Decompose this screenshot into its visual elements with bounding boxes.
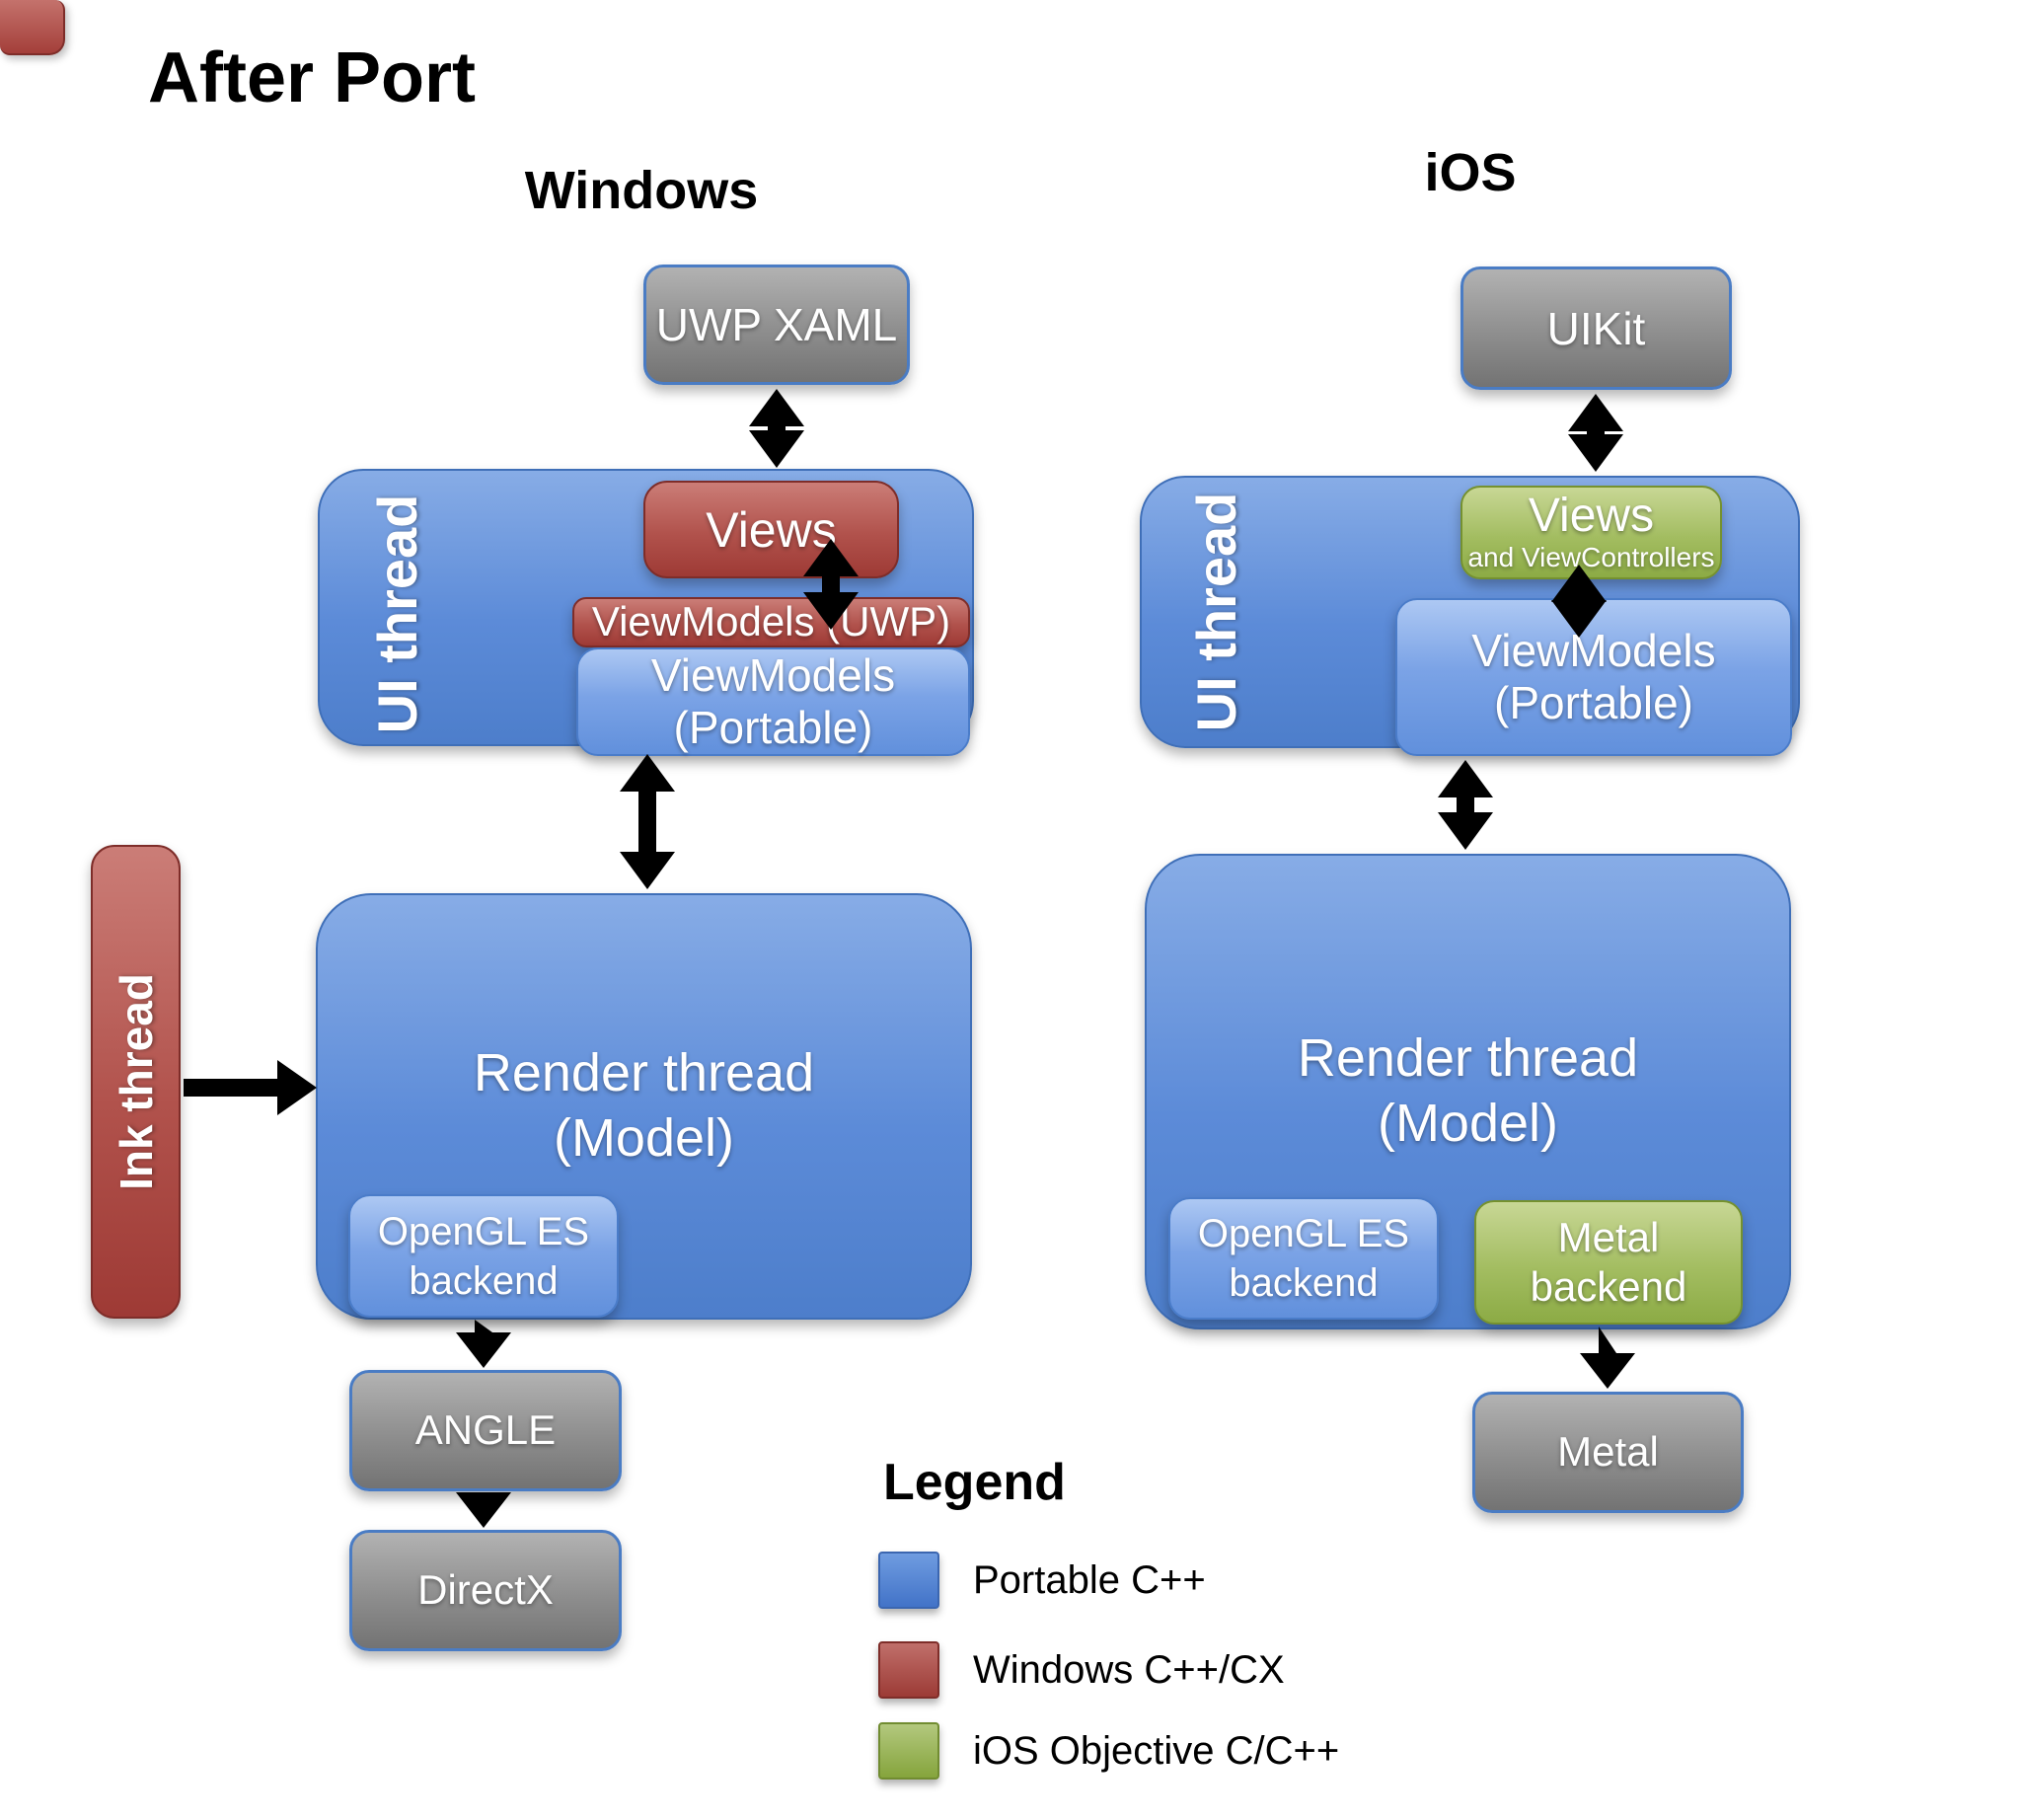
angle-label: ANGLE	[414, 1406, 557, 1454]
uikit-label: UIKit	[1546, 302, 1646, 354]
uikit-box: UIKit	[1460, 266, 1732, 390]
views-box-windows: Views	[643, 481, 899, 578]
render-thread-line2-ios: (Model)	[1377, 1094, 1559, 1153]
opengl-backend-line2-ios: backend	[1229, 1261, 1379, 1305]
arrow-uwpxaml-uithread	[749, 389, 804, 468]
legend-title: Legend	[883, 1454, 1066, 1511]
views-sublabel-ios: and ViewControllers	[1467, 541, 1715, 572]
views-label-windows: Views	[706, 501, 837, 558]
uwp-xaml-box: UWP XAML	[643, 265, 910, 385]
metal-box: Metal	[1472, 1392, 1744, 1513]
render-thread-line1-windows: Render thread	[473, 1043, 815, 1103]
viewmodels-portable-box-windows: ViewModels (Portable)	[576, 647, 970, 756]
arrow-opengl-angle	[456, 1320, 511, 1368]
opengl-backend-box-windows: OpenGL ES backend	[348, 1194, 619, 1318]
page-title: After Port	[148, 38, 477, 117]
metal-label: Metal	[1557, 1428, 1659, 1476]
arrow-uikit-uithread	[1568, 394, 1623, 472]
render-thread-line1-ios: Render thread	[1297, 1028, 1639, 1089]
windows-column-header: Windows	[524, 161, 759, 220]
arrow-viewmodels-render-ios	[1438, 760, 1493, 850]
viewmodels-portable-line2-ios: (Portable)	[1494, 677, 1693, 728]
legend-label-windows-cppcx: Windows C++/CX	[973, 1647, 1285, 1692]
metal-backend-line2: backend	[1530, 1263, 1687, 1310]
ink-thread-label: Ink thread	[111, 973, 162, 1190]
arrow-viewmodels-render-win	[620, 754, 675, 889]
viewmodels-portable-line1-windows: ViewModels	[650, 649, 896, 702]
angle-box: ANGLE	[349, 1370, 622, 1491]
views-label-ios: Views	[1528, 489, 1655, 542]
directx-box: DirectX	[349, 1530, 622, 1651]
opengl-backend-line2-windows: backend	[409, 1258, 559, 1303]
metal-backend-line1: Metal	[1557, 1213, 1660, 1260]
opengl-backend-line1-ios: OpenGL ES	[1197, 1212, 1410, 1255]
uwp-xaml-label: UWP XAML	[655, 299, 898, 350]
opengl-backend-box-ios: OpenGL ES backend	[1168, 1197, 1439, 1320]
legend-swatch-portable-cpp	[878, 1552, 939, 1609]
legend-label-ios-objc: iOS Objective C/C++	[973, 1728, 1340, 1773]
metal-backend-box: Metal backend	[1474, 1200, 1743, 1325]
arrow-metalbackend-metal	[1580, 1327, 1635, 1389]
cutoff-red-shape	[0, 0, 65, 55]
viewmodels-portable-line1-ios: ViewModels	[1471, 625, 1716, 677]
ui-thread-label-ios: UI thread	[1184, 492, 1247, 732]
opengl-backend-line1-windows: OpenGL ES	[377, 1209, 590, 1253]
viewmodels-uwp-label: ViewModels (UWP)	[591, 598, 951, 645]
render-thread-line2-windows: (Model)	[553, 1108, 735, 1168]
arrow-angle-directx	[456, 1492, 511, 1528]
legend-swatch-windows-cppcx	[878, 1641, 939, 1699]
viewmodels-portable-box-ios: ViewModels (Portable)	[1395, 598, 1792, 756]
ios-column-header: iOS	[1424, 143, 1517, 202]
ink-thread-box	[91, 845, 181, 1319]
legend-swatch-ios-objc	[878, 1722, 939, 1780]
viewmodels-portable-line2-windows: (Portable)	[673, 702, 873, 753]
legend-label-portable-cpp: Portable C++	[973, 1557, 1206, 1602]
views-box-ios: Views and ViewControllers	[1460, 486, 1722, 579]
directx-label: DirectX	[417, 1566, 554, 1614]
viewmodels-uwp-box: ViewModels (UWP)	[572, 597, 970, 647]
ui-thread-label-windows: UI thread	[365, 493, 428, 734]
arrow-ink-render	[184, 1060, 317, 1115]
